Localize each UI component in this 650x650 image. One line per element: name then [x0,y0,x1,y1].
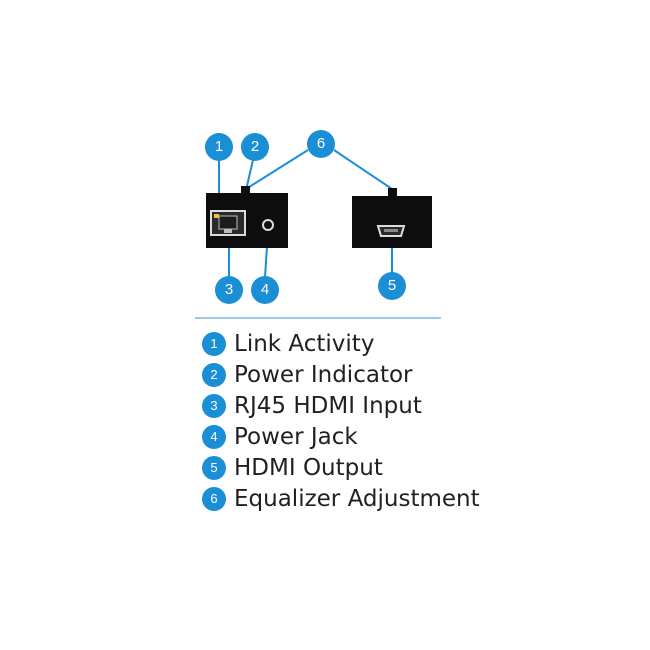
output-eq-knob [388,188,397,197]
callout-badge-6: 6 [307,130,335,158]
hdmi-port-icon [376,225,406,237]
callout-badge-2: 2 [241,133,269,161]
legend-item: 1 Link Activity [202,328,502,359]
legend-badge: 3 [202,393,226,418]
callout-badge-3: 3 [215,276,243,304]
legend-item: 2 Power Indicator [202,359,502,390]
input-unit [206,186,288,248]
callout-badge-4: 4 [251,276,279,304]
power-jack-icon [262,219,274,231]
leader-line-6a [245,149,309,190]
legend-badge: 2 [202,362,226,387]
legend-item: 6 Equalizer Adjustment [202,483,502,514]
legend-label: RJ45 HDMI Input [234,392,422,419]
legend-item: 4 Power Jack [202,421,502,452]
legend-badge: 6 [202,486,226,511]
legend-item: 5 HDMI Output [202,452,502,483]
rj45-port-icon [210,210,246,236]
leader-line-6b [333,149,393,190]
callout-badge-1: 1 [205,133,233,161]
legend-label: Power Indicator [234,361,413,388]
legend-label: Power Jack [234,423,358,450]
legend-label: Link Activity [234,330,375,357]
legend: 1 Link Activity 2 Power Indicator 3 RJ45… [202,328,502,514]
input-eq-knob [241,186,250,194]
legend-label: HDMI Output [234,454,383,481]
callout-badge-5: 5 [378,272,406,300]
legend-badge: 4 [202,424,226,449]
legend-badge: 5 [202,455,226,480]
legend-label: Equalizer Adjustment [234,485,480,512]
output-unit-body [352,196,432,248]
legend-item: 3 RJ45 HDMI Input [202,390,502,421]
legend-badge: 1 [202,331,226,356]
output-unit [352,188,432,248]
